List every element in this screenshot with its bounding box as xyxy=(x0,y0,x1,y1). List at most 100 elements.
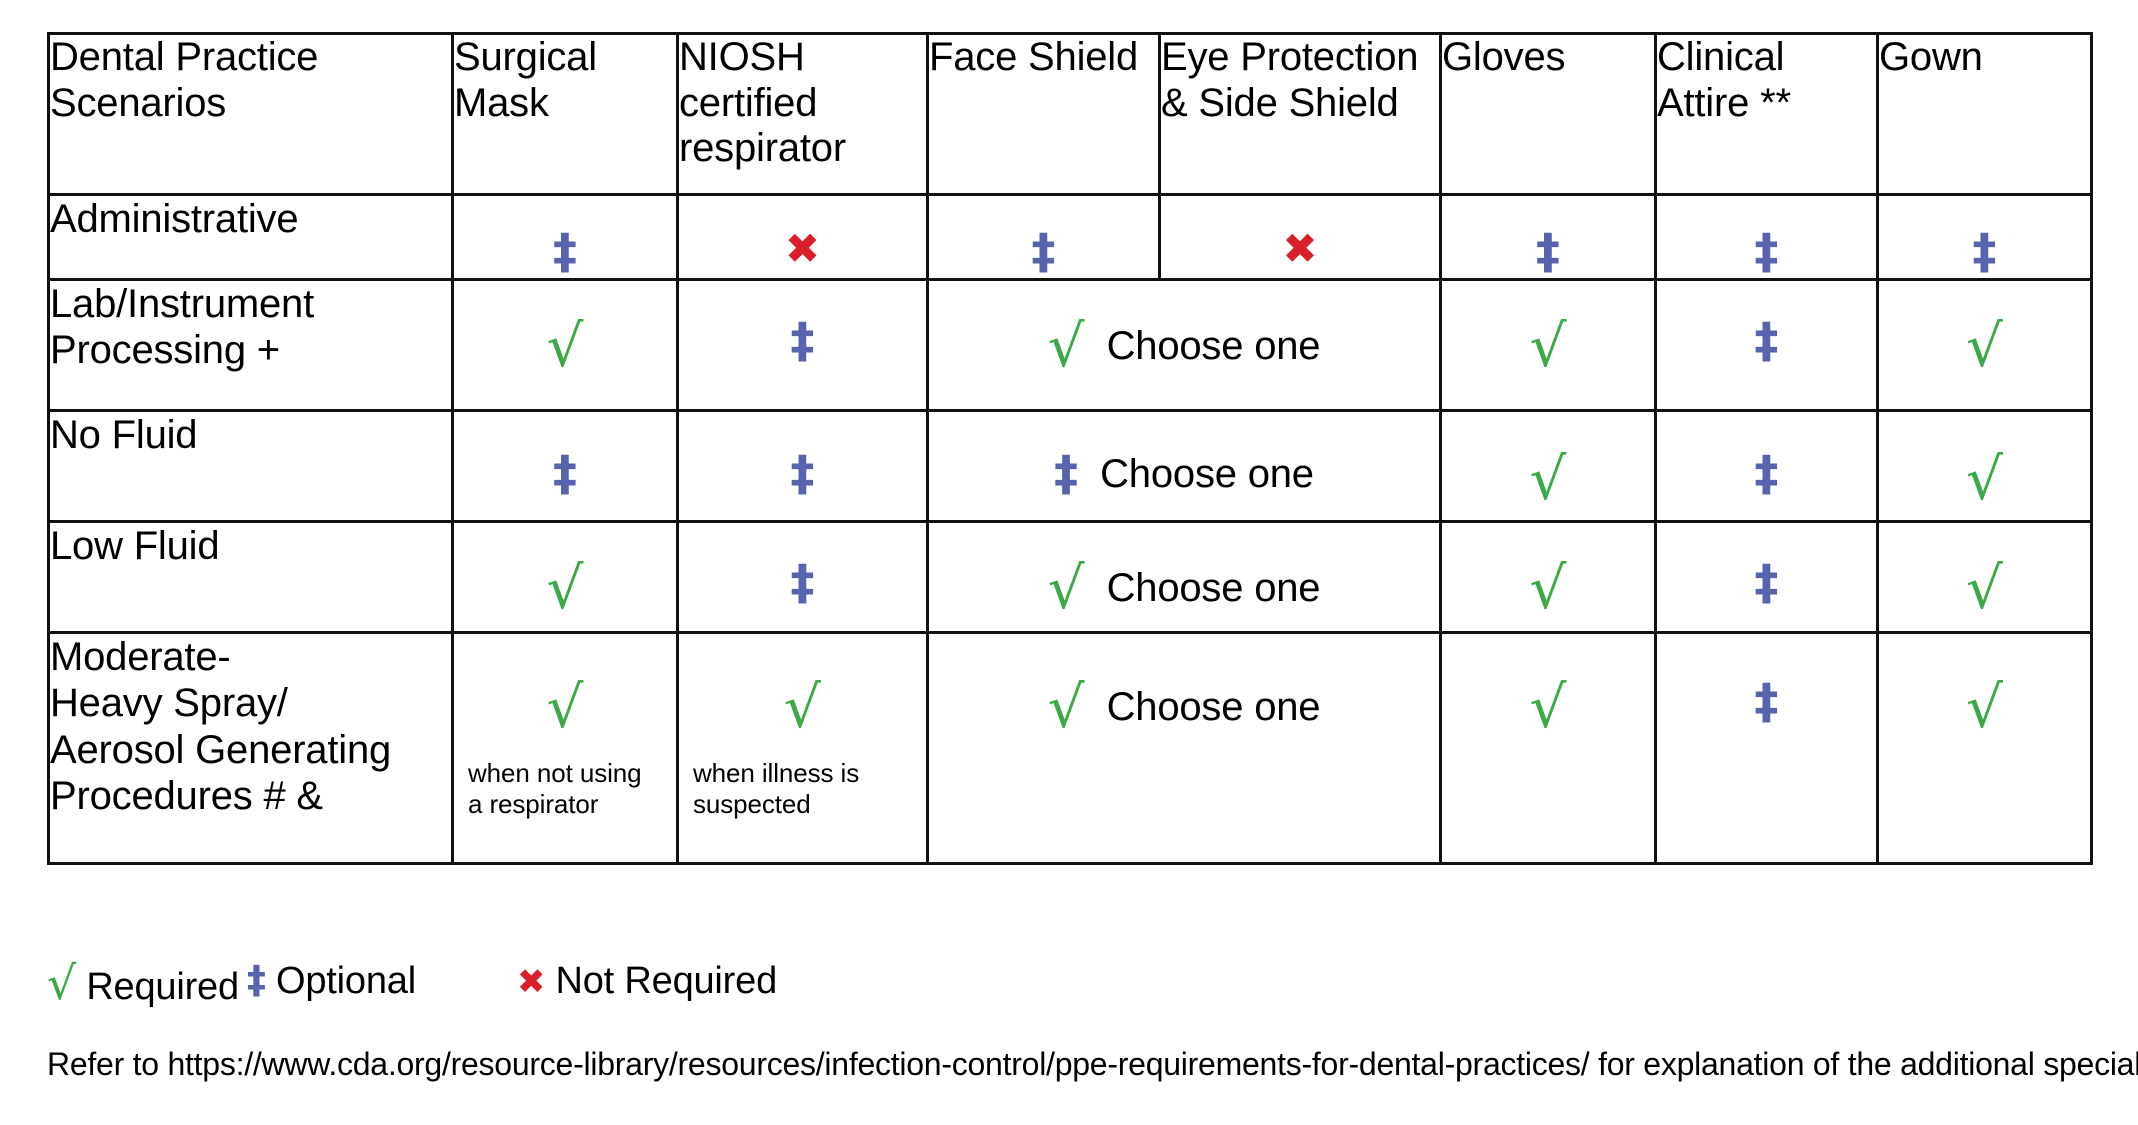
cell-administrative-surgical-mask: ‡ xyxy=(451,193,679,281)
double-dagger-icon: ‡ xyxy=(1754,313,1779,369)
double-dagger-icon: ‡ xyxy=(1754,674,1779,730)
scenario-label-no-fluid: No Fluid xyxy=(47,409,454,523)
check-icon: √ xyxy=(1966,554,2003,622)
cell-content: √ xyxy=(1879,281,2090,445)
cell-moderate-heavy-spray-gloves: √ xyxy=(1439,631,1657,865)
double-dagger-icon: ‡ xyxy=(1054,446,1079,502)
cell-content: ‡ xyxy=(679,412,926,558)
cell-content: √ xyxy=(454,523,676,667)
check-icon: √ xyxy=(1047,554,1085,622)
check-icon: √ xyxy=(1966,445,2003,513)
cell-note: when illness is suspected xyxy=(693,758,860,820)
cell-content: ‡ xyxy=(1657,281,1876,445)
cell-low-fluid-face-shield-eye-protection: √ Choose one xyxy=(926,520,1442,634)
ppe-requirements-table: Dental Practice Scenarios Surgical Mask … xyxy=(47,32,2093,865)
double-dagger-icon: ‡ xyxy=(1031,224,1056,280)
cell-low-fluid-gown: √ xyxy=(1876,520,2093,634)
column-header-face-shield: Face Shield xyxy=(926,32,1161,196)
check-icon: √ xyxy=(546,312,584,380)
cell-no-fluid-niosh-respirator: ‡ xyxy=(676,409,929,523)
check-icon: √ xyxy=(1966,312,2003,380)
cell-low-fluid-surgical-mask: √ xyxy=(451,520,679,634)
cell-moderate-heavy-spray-clinical-attire: ‡ xyxy=(1654,631,1879,865)
double-dagger-icon: ‡ xyxy=(553,224,577,280)
cell-content: √ xyxy=(1442,634,1654,906)
cell-no-fluid-gown: √ xyxy=(1876,409,2093,523)
check-icon: √ xyxy=(1529,445,1567,513)
cell-content: √ xyxy=(1442,412,1654,558)
cell-lab-instrument-processing-face-shield-eye-protection: √Choose one xyxy=(926,278,1442,412)
cell-low-fluid-clinical-attire: ‡ xyxy=(1654,520,1879,634)
cell-administrative-gown: ‡ xyxy=(1876,193,2093,281)
cell-content: ‡ xyxy=(1657,196,1876,310)
scenario-label-low-fluid: Low Fluid xyxy=(47,520,454,634)
cell-lab-instrument-processing-surgical-mask: √ xyxy=(451,278,679,412)
cell-no-fluid-face-shield-eye-protection: ‡ Choose one xyxy=(926,409,1442,523)
cell-content: ✖ xyxy=(679,196,926,310)
cell-content: ‡ xyxy=(1657,412,1876,558)
cell-content: ‡ xyxy=(679,281,926,445)
cell-content: √when illness is suspected xyxy=(679,634,926,906)
cell-lab-instrument-processing-clinical-attire: ‡ xyxy=(1654,278,1879,412)
cell-content: √ xyxy=(1879,412,2090,558)
legend-label: Required xyxy=(86,966,239,1008)
cell-content: ‡ xyxy=(1442,196,1654,310)
double-dagger-icon: ‡ xyxy=(1754,446,1779,502)
cell-moderate-heavy-spray-gown: √ xyxy=(1876,631,2093,865)
cell-no-fluid-surgical-mask: ‡ xyxy=(451,409,679,523)
double-dagger-icon: ‡ xyxy=(553,446,577,502)
check-icon: √ xyxy=(546,673,584,741)
cell-content: ‡ xyxy=(679,523,926,667)
choose-one-label: Choose one xyxy=(1106,565,1321,610)
double-dagger-icon: ‡ xyxy=(1754,555,1779,611)
column-header-gown: Gown xyxy=(1876,32,2093,196)
scenario-label-moderate-heavy-spray: Moderate- Heavy Spray/ Aerosol Generatin… xyxy=(47,631,454,865)
double-dagger-icon: ‡ xyxy=(1536,224,1560,280)
check-icon: √ xyxy=(1529,312,1567,380)
cell-note: when not using a respirator xyxy=(468,758,642,820)
column-header-eye-protection: Eye Protection & Side Shield xyxy=(1158,32,1442,196)
header-row: Dental Practice Scenarios Surgical Mask … xyxy=(47,32,2093,196)
column-header-surgical-mask: Surgical Mask xyxy=(451,32,679,196)
cell-content: ‡ xyxy=(1879,196,2090,310)
cross-icon: ✖ xyxy=(517,962,546,1002)
table-row: No Fluid ‡ ‡ ‡ Choose one √ ‡ √ xyxy=(47,409,2093,523)
check-icon: √ xyxy=(1047,312,1085,380)
cell-content: ‡ xyxy=(454,412,676,558)
double-dagger-icon: ‡ xyxy=(790,446,815,502)
legend-label: Not Required xyxy=(555,960,778,1002)
table-header: Dental Practice Scenarios Surgical Mask … xyxy=(47,32,2093,196)
choose-one-label: Choose one xyxy=(1100,451,1314,496)
column-header-scenario: Dental Practice Scenarios xyxy=(47,32,454,196)
cell-moderate-heavy-spray-face-shield-eye-protection: √Choose one xyxy=(926,631,1442,865)
legend-item-optional: ‡Optional xyxy=(247,960,416,1003)
choose-one-group: √Choose one xyxy=(929,678,1439,736)
table-row: Moderate- Heavy Spray/ Aerosol Generatin… xyxy=(47,631,2093,865)
cell-content: √ when not using a respirator xyxy=(454,634,676,906)
scenario-label-administrative: Administrative xyxy=(47,193,454,281)
cell-administrative-gloves: ‡ xyxy=(1439,193,1657,281)
cell-moderate-heavy-spray-surgical-mask: √ when not using a respirator xyxy=(451,631,679,865)
cell-content: ‡ xyxy=(1657,634,1876,906)
choose-one-group: √Choose one xyxy=(929,317,1439,375)
legend-label: Optional xyxy=(276,960,416,1002)
cell-administrative-niosh-respirator: ✖ xyxy=(676,193,929,281)
double-dagger-icon: ‡ xyxy=(1972,224,1997,280)
cell-content: √ xyxy=(1879,634,2090,906)
check-icon: √ xyxy=(1529,554,1567,622)
cell-content: √ xyxy=(1442,523,1654,667)
cell-content: ✖ xyxy=(1161,196,1439,310)
cell-lab-instrument-processing-gown: √ xyxy=(1876,278,2093,412)
cell-content: √ xyxy=(454,281,676,445)
column-header-clinical-attire: Clinical Attire ** xyxy=(1654,32,1879,196)
double-dagger-icon: ‡ xyxy=(790,555,815,611)
check-icon: √ xyxy=(1529,673,1567,741)
cell-content: ‡ xyxy=(454,196,676,310)
check-icon: √ xyxy=(1966,673,2003,741)
cell-administrative-clinical-attire: ‡ xyxy=(1654,193,1879,281)
table-row: Lab/Instrument Processing +√‡√Choose one… xyxy=(47,278,2093,412)
cross-icon: ✖ xyxy=(1282,224,1318,273)
choose-one-group: √Choose one xyxy=(929,559,1439,617)
column-header-gloves: Gloves xyxy=(1439,32,1657,196)
